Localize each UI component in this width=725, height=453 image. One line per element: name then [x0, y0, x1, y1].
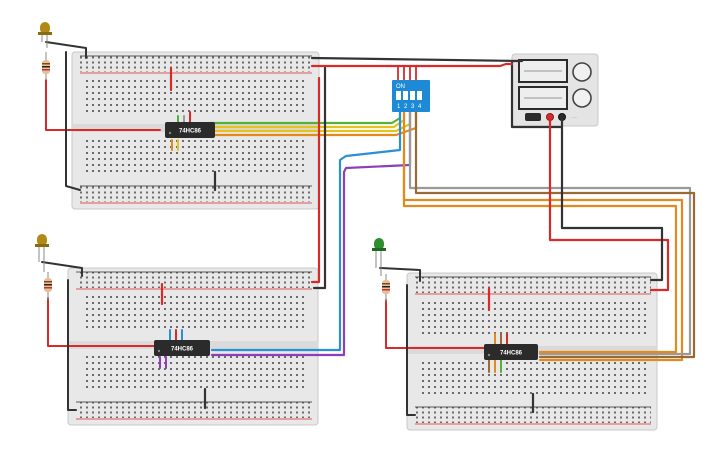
dip-number: 3 [411, 104, 415, 110]
wire-red-led-top-left [45, 79, 161, 131]
dip-toggle-3[interactable] [410, 91, 415, 100]
wires [41, 41, 696, 416]
resistor-bottom-right[interactable] [382, 274, 390, 302]
wire-black-led-top-left [45, 41, 87, 59]
wire-black-br-rail [406, 284, 416, 416]
wire-red-top [310, 62, 514, 68]
resistor-bottom-left[interactable] [44, 272, 52, 300]
power-supply[interactable]: ····· [511, 53, 599, 127]
chip-label: 74HC86 [500, 351, 523, 357]
led-bottom-right[interactable] [372, 238, 386, 276]
power-switch[interactable] [525, 113, 541, 121]
dip-toggle-4[interactable] [417, 91, 422, 100]
chip-label: 74HC86 [171, 347, 194, 353]
svg-text:·····: ····· [571, 115, 578, 120]
chip-bottom-left[interactable]: 74HC86 [154, 340, 210, 356]
dip-switch[interactable]: ON 1 2 3 4 [392, 80, 430, 112]
wire-blue-bottom-left [210, 110, 402, 352]
wire-black-bottom-left [312, 66, 327, 290]
voltage-knob-icon[interactable] [572, 62, 592, 82]
led-top-left[interactable] [38, 22, 52, 48]
dip-number: 4 [418, 104, 422, 110]
dip-toggle-2[interactable] [403, 91, 408, 100]
wire-black-led-bottom-left [41, 261, 83, 277]
resistor-top-left[interactable] [42, 52, 50, 80]
chip-top-left[interactable]: 74HC86 [165, 122, 215, 138]
current-knob-icon[interactable] [572, 88, 592, 108]
wire-red-led-bottom-left [47, 297, 156, 347]
wire-black-bottom-right [560, 118, 664, 282]
wire-black-led-tl-rail [65, 51, 81, 191]
dip-number: 2 [404, 104, 408, 110]
dip-on-label: ON [396, 84, 405, 90]
led-bottom-left[interactable] [35, 234, 49, 272]
wire-orange-right-2 [402, 148, 678, 354]
wire-red-bottom-right [548, 118, 670, 292]
wire-red-bottom-left [310, 76, 321, 284]
wire-red-led-bottom-right [385, 299, 485, 349]
dip-number: 1 [397, 104, 401, 110]
wire-gray-right [408, 110, 692, 356]
wire-black-bl-rail [67, 279, 77, 411]
wire-black-top [310, 56, 564, 129]
dip-toggle-1[interactable] [396, 91, 401, 100]
chip-label: 74HC86 [179, 129, 202, 135]
wire-black-led-bottom-right [379, 267, 421, 282]
chip-bottom-right[interactable]: 74HC86 [484, 344, 538, 360]
wire-brown-right [414, 110, 696, 359]
